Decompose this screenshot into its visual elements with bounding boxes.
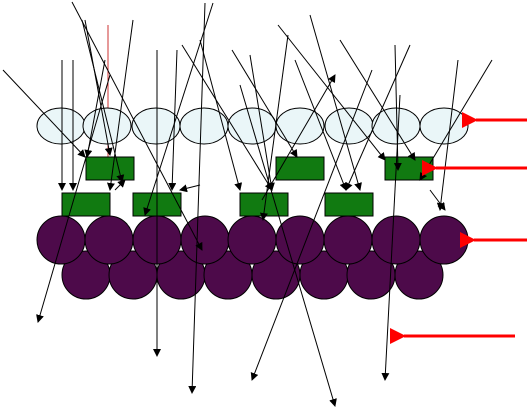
purple-sphere [227,215,277,265]
purple-sphere [323,215,373,265]
black-arrow [294,59,348,191]
purple-sphere [84,215,134,265]
green-block [85,156,135,181]
green-block [324,192,374,217]
upper-ellipse [82,107,132,145]
upper-ellipse [371,107,421,145]
black-arrow [84,19,113,156]
black-arrow [2,69,86,158]
black-arrow [168,49,178,191]
green-block [275,156,325,181]
black-arrow [250,69,373,381]
black-arrow [199,39,243,191]
black-arrow [114,179,126,191]
green-block [384,156,434,181]
black-arrow [436,59,459,211]
upper-ellipse [324,107,374,145]
black-arrow [429,189,446,211]
upper-ellipse [131,107,181,145]
black-arrow [381,94,401,381]
black-arrow [309,14,362,191]
black-arrow [106,19,134,191]
black-arrow [181,44,273,191]
black-arrow [393,44,402,171]
black-arrow [231,49,298,158]
black-arrow [36,74,111,323]
green-block [61,192,111,217]
purple-sphere [394,250,444,300]
black-arrow [259,34,289,221]
black-arrow [239,84,337,407]
purple-sphere [36,215,86,265]
black-arrow [179,184,201,193]
upper-ellipse [179,107,229,145]
black-arrow [249,54,275,191]
black-arrow [345,44,411,191]
black-arrow [188,2,206,394]
purple-sphere [419,215,469,265]
black-arrow [339,39,416,161]
upper-ellipse [275,107,325,145]
purple-sphere [371,215,421,265]
black-arrow [143,2,214,216]
upper-ellipse [419,107,469,145]
black-arrow [277,24,386,161]
black-arrow [261,74,336,201]
black-arrow [84,59,106,158]
black-arrow [71,1,203,251]
